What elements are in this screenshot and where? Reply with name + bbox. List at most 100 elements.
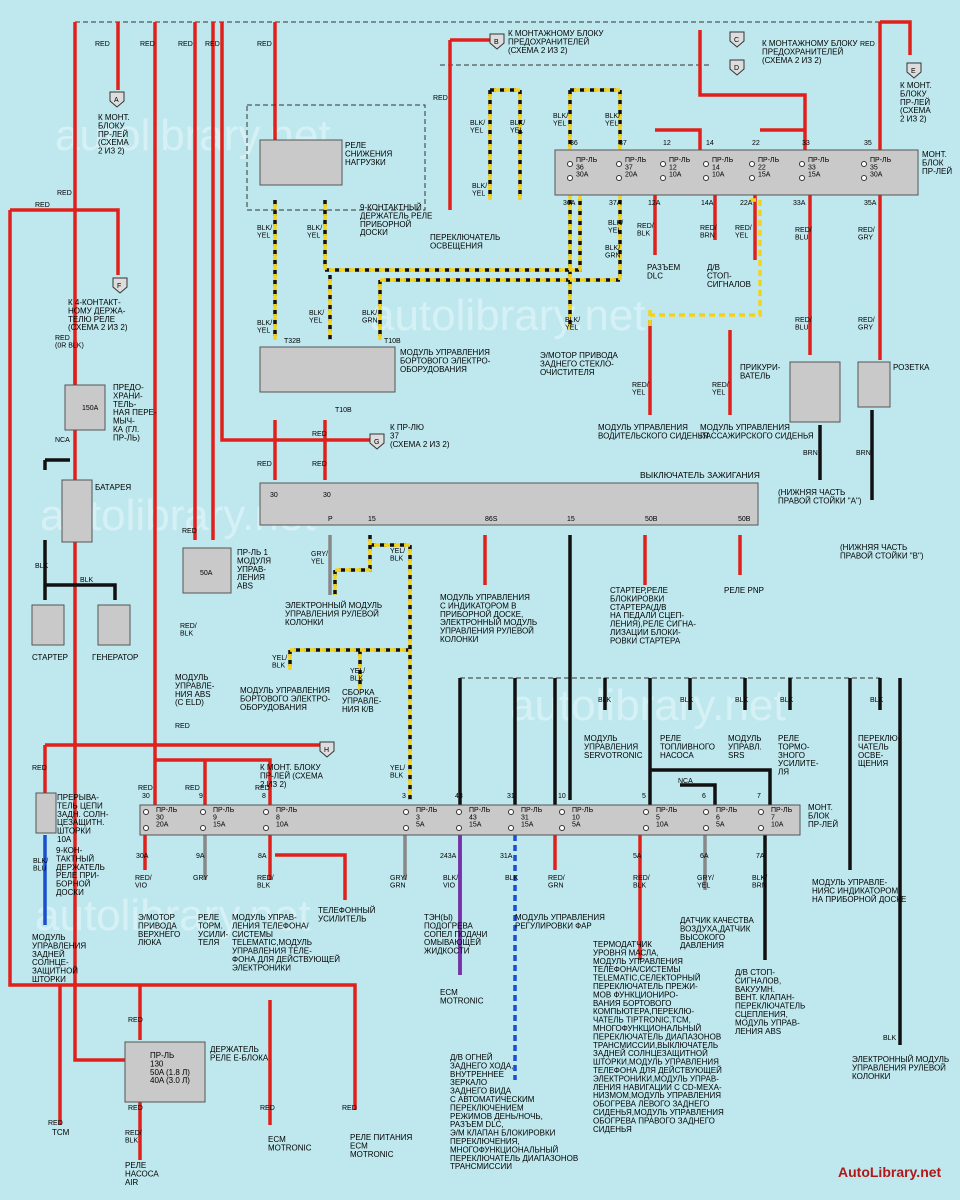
load-relay [259, 139, 343, 186]
wire-red [878, 20, 912, 150]
bottom-fuse-pin: 43 [455, 793, 463, 800]
connector-label: 12A [648, 200, 661, 207]
wire-color-label: GRY/GRN [390, 875, 407, 889]
fuse-symbol-icon [749, 175, 755, 181]
wire-color-label: RED/GRY [858, 317, 875, 331]
fuse-symbol-icon [758, 809, 764, 815]
wire-red [698, 30, 807, 150]
fuse-symbol-icon [861, 175, 867, 181]
connector-label: 30A [136, 853, 149, 860]
fuse-symbol-icon [643, 825, 649, 831]
wire-color-label: BLK [883, 1035, 897, 1042]
fuse-symbol-icon [703, 161, 709, 167]
connector-flag-a [109, 91, 125, 108]
connector-label: T10B [384, 338, 401, 345]
wire-color-label: RED/VIO [135, 875, 152, 889]
brake-vacuum-label: Д/В СТОП-СИГНАЛОВ,ВАКУУМН.ВЕНТ. КЛАПАН-П… [735, 968, 805, 1036]
fuse-symbol-icon [703, 809, 709, 815]
fuse-symbol-icon [616, 175, 622, 181]
wire-color-label: RED [35, 202, 50, 209]
fuse-symbol-icon [660, 175, 666, 181]
connector-flag-letter: C [734, 37, 739, 44]
fuse-symbol-icon [861, 161, 867, 167]
wire-color-label: RED/YEL [632, 382, 649, 396]
wire-color-label: BLK/YEL [257, 225, 272, 239]
fusible-link [64, 384, 106, 431]
wire-color-label: BLK/YEL [472, 183, 487, 197]
wire-color-label: YEL/BLK [272, 655, 287, 669]
fuse-symbol-icon [263, 809, 269, 815]
pnp-relay-label: РЕЛЕ PNP [724, 586, 764, 595]
ignition-terminal: 50B [645, 516, 658, 523]
fuse-symbol-icon [263, 825, 269, 831]
wire-color-label: BLK [505, 875, 519, 882]
ignition-terminal: 86S [485, 516, 498, 523]
wire-color-label: BLK [680, 697, 694, 704]
wire-color-label: BLK/YEL [553, 113, 568, 127]
fuse-symbol-icon [403, 809, 409, 815]
watermark: autolibrary.net [35, 891, 311, 940]
wire-color-label: RED [178, 41, 193, 48]
bottom-fuse-pin: 6 [702, 793, 706, 800]
fuse-symbol-icon [403, 825, 409, 831]
e-block-fuse-box [124, 1041, 206, 1103]
top-fuse-pin: 12 [663, 140, 671, 147]
connector-flag-letter: E [911, 68, 916, 75]
wire-color-label: YEL/BLK [390, 548, 405, 562]
fuse-symbol-icon [758, 825, 764, 831]
wire-red [143, 835, 272, 880]
connector-label: 35A [864, 200, 877, 207]
connector-flag-h [319, 741, 335, 758]
fuse-symbol-icon [559, 825, 565, 831]
wire-color-label: BLK/VIO [443, 875, 458, 889]
wire-blk [650, 768, 772, 805]
wire-red [275, 853, 347, 900]
wire-color-label: RED [128, 1017, 143, 1024]
connector-flag-letter: B [494, 39, 499, 46]
connector-flag-letter: A [114, 97, 119, 104]
wire-color-label: RED/BLK [180, 623, 197, 637]
wire-color-label: BLK/YEL [470, 120, 485, 134]
bottom-fuse-pin: 3 [402, 793, 406, 800]
wire-color-label: RED [95, 41, 110, 48]
bottom-fuse-pin: 30 [142, 793, 150, 800]
fuse-symbol-icon [703, 825, 709, 831]
connector-flag-letter: H [324, 747, 329, 754]
wire-color-label: BLK [35, 563, 49, 570]
lighter-label: ПРИКУРИ-ВАТЕЛЬ [740, 363, 781, 380]
wire-color-label: RED [138, 785, 153, 792]
wire-blk [43, 458, 70, 470]
fuse-symbol-icon [799, 161, 805, 167]
connector-flag-c [729, 31, 745, 48]
wire-yel-blk [288, 535, 412, 800]
fusible-link-label: ПРЕДО-ХРАНИ-ТЕЛЬ-НАЯ ПЕРЕ-МЫЧ-КА (ГЛ.ПР-… [113, 383, 157, 442]
wire-color-label: RED [185, 785, 200, 792]
wire-color-label: BLK [598, 697, 612, 704]
